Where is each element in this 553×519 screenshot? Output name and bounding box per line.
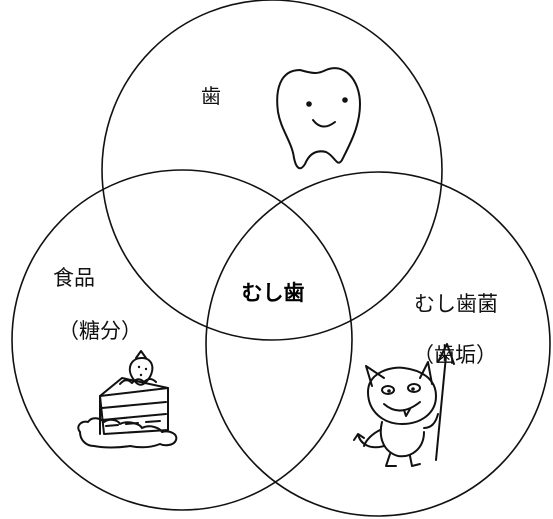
food-label: 食品	[53, 266, 95, 290]
strawberry-cake-icon	[77, 350, 178, 449]
tooth-circle	[101, 0, 443, 341]
bacteria-sublabel: （歯垢）	[413, 343, 497, 367]
cavity-germ-devil-icon	[353, 343, 455, 467]
bacteria-circle	[205, 171, 551, 517]
food-sublabel: （糖分）	[58, 319, 142, 343]
food-circle	[11, 169, 353, 511]
intersection-label: むし歯	[242, 281, 305, 305]
smiling-tooth-icon	[276, 67, 361, 170]
tooth-label: 歯	[201, 84, 221, 108]
bacteria-label: むし歯菌	[414, 292, 498, 316]
